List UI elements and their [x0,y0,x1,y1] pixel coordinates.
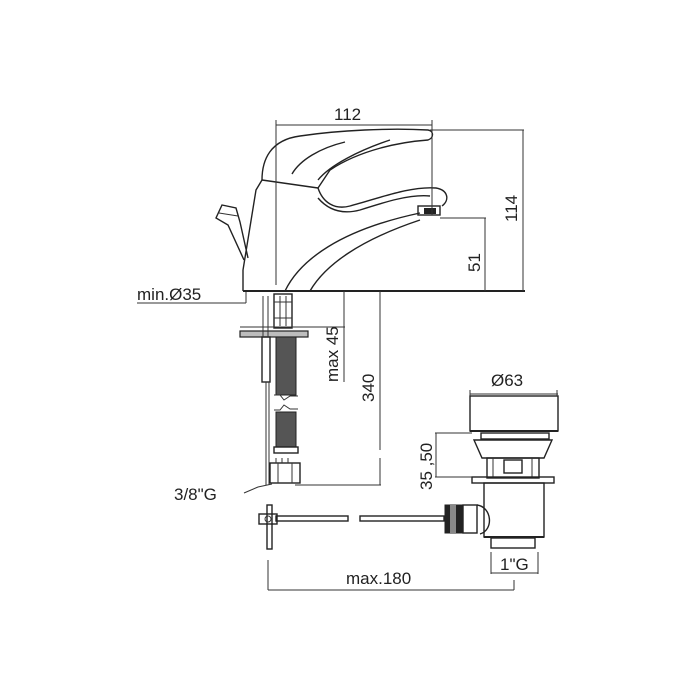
faucet-body [215,128,525,292]
svg-text:min.Ø35: min.Ø35 [137,285,201,304]
svg-text:340: 340 [359,374,378,402]
svg-text:35 ,50: 35 ,50 [417,443,436,490]
pop-up-rod [258,504,491,550]
svg-text:max.180: max.180 [346,569,411,588]
under-deck-assembly [239,293,310,485]
svg-text:114: 114 [502,195,521,222]
svg-text:112: 112 [334,105,361,124]
svg-text:51: 51 [465,253,484,272]
svg-text:1"G: 1"G [500,555,529,574]
dimension-hole-diameter: min.Ø35 [137,285,247,304]
dimension-spout-51: 51 [440,217,486,291]
dimension-rod-max-180: max.180 [267,560,515,591]
label-hose-connection: 3/8"G [174,483,273,504]
svg-text:max 45: max 45 [323,326,342,382]
svg-text:Ø63: Ø63 [491,371,523,390]
svg-text:3/8"G: 3/8"G [174,485,217,504]
dimension-width-112: 112 [275,105,433,285]
dimension-height-114: 114 [430,129,524,291]
pop-up-waste: Ø63 35 ,50 1"G [417,371,559,574]
dimension-deck-max-45: max 45 [300,291,345,382]
dimension-hose-340: 340 [295,291,381,486]
